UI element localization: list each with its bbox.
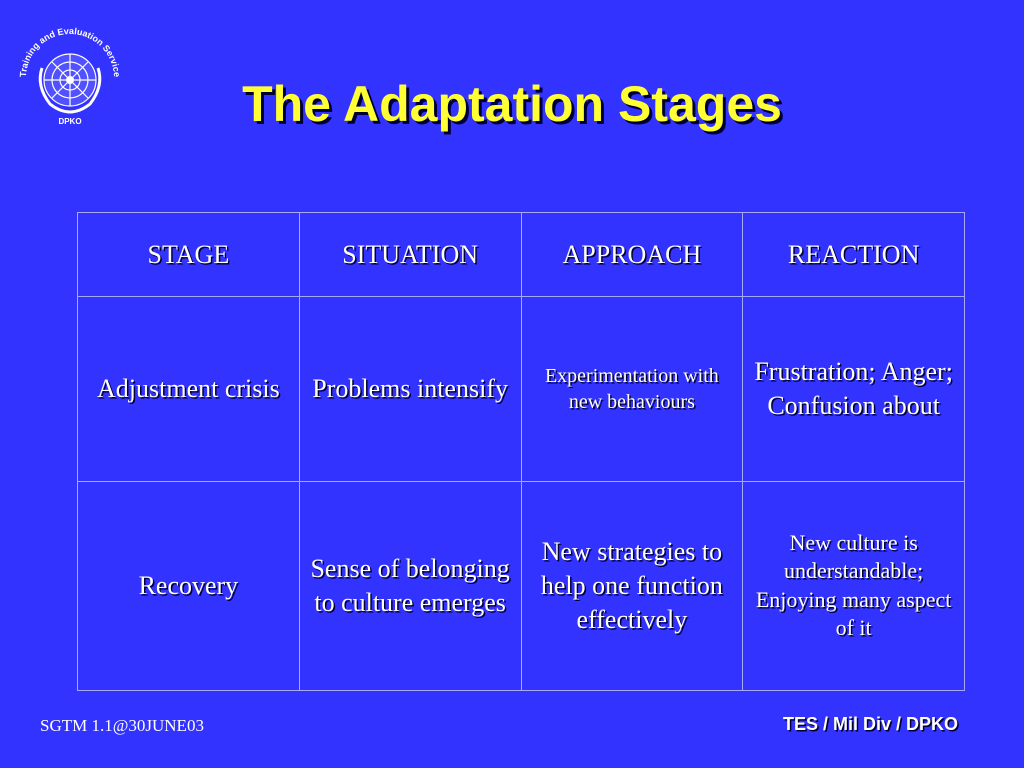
- cell-situation: Sense of belonging to culture emerges: [298, 480, 522, 692]
- table-row: Recovery Sense of belonging to culture e…: [77, 480, 965, 692]
- cell-reaction: New culture is understandable; Enjoying …: [742, 480, 965, 692]
- header-stage: STAGE: [77, 211, 300, 298]
- table-header-row: STAGE SITUATION APPROACH REACTION: [77, 211, 965, 298]
- cell-situation: Problems intensify: [298, 296, 522, 482]
- un-emblem-logo: Training and Evaluation Service DPKO: [10, 18, 130, 128]
- adaptation-stages-table: STAGE SITUATION APPROACH REACTION Adjust…: [77, 211, 965, 692]
- header-reaction: REACTION: [742, 211, 965, 298]
- cell-approach: New strategies to help one function effe…: [520, 480, 744, 692]
- un-emblem-icon: Training and Evaluation Service DPKO: [18, 26, 122, 126]
- slide-title: The Adaptation Stages: [242, 76, 782, 132]
- logo-bottom-text: DPKO: [58, 117, 81, 126]
- header-approach: APPROACH: [520, 211, 744, 298]
- footer-slide-code: SGTM 1.1@30JUNE03: [40, 716, 204, 735]
- header-situation: SITUATION: [298, 211, 522, 298]
- footer-organization: TES / Mil Div / DPKO: [782, 714, 958, 734]
- cell-stage: Adjustment crisis: [77, 296, 300, 482]
- cell-stage: Recovery: [77, 480, 300, 692]
- cell-approach: Experimentation with new behaviours: [520, 296, 744, 482]
- cell-reaction: Frustration; Anger; Confusion about: [742, 296, 965, 482]
- table-row: Adjustment crisis Problems intensify Exp…: [77, 296, 965, 482]
